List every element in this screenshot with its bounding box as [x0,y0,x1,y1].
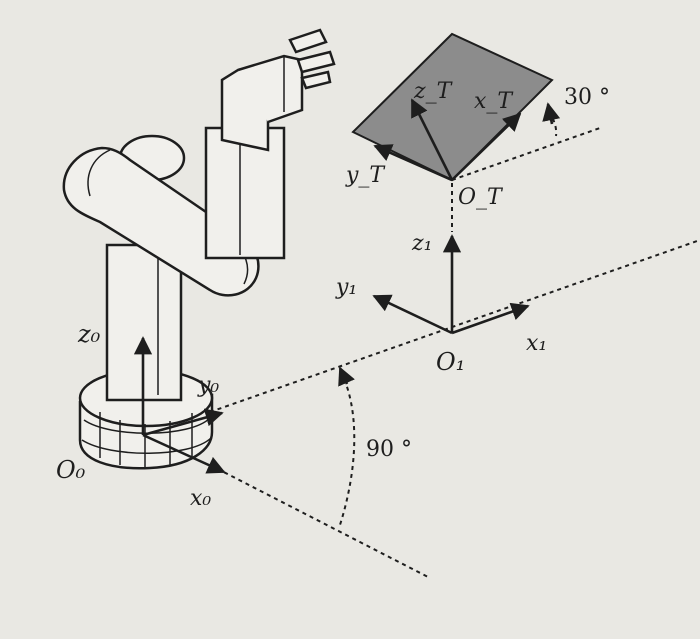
label-x0: x₀ [190,486,211,511]
zT-axis [410,98,454,181]
label-y1: y₁ [335,275,357,300]
label-z1: z₁ [411,231,432,256]
label-xT: x_T [474,89,514,114]
label-x1: x₁ [526,331,547,356]
wrist [220,54,304,152]
y0-axis [142,408,224,437]
label-o1: O₁ [436,348,465,376]
angle-30-arrow [542,102,561,125]
label-yT: y_T [345,163,386,188]
x0-dashed-extension [209,239,700,413]
label-zT: z_T [413,79,454,104]
label-angle-90: 90 ° [366,437,412,462]
angle-90-arrow [338,366,355,387]
xT-axis [451,112,522,181]
label-o0: O₀ [56,456,86,484]
tool-plate [351,32,554,182]
robot-arm [62,28,336,470]
axes [133,98,561,474]
y1-axis [372,294,453,335]
gripper [288,28,336,90]
label-z0: z₀ [77,320,101,348]
diagonal-dashed-line [209,464,431,579]
yT-axis [373,144,453,182]
angle-90-arc [338,371,356,529]
forearm [204,126,286,260]
plate-edge-extension [451,127,601,181]
x0-axis [142,433,226,474]
x1-axis [451,302,530,335]
label-oT: O_T [458,185,504,210]
axis-labels: z₀ y₀ x₀ O₀ z₁ y₁ x₁ O₁ z_T x_T y_T O_T … [56,79,610,511]
label-angle-30: 30 ° [564,85,610,110]
label-y0: y₀ [197,373,219,398]
